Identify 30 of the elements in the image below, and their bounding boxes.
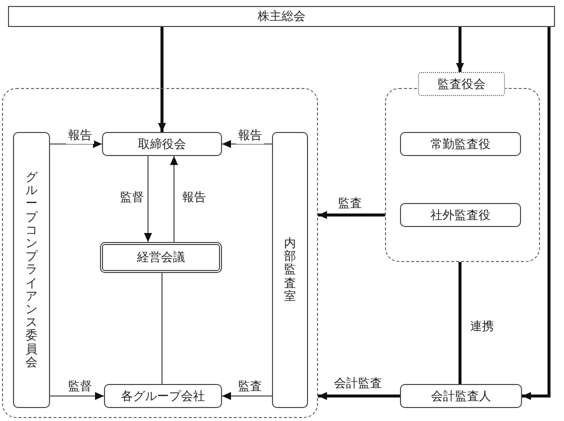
edge-label: 連携 bbox=[468, 318, 496, 335]
arrow bbox=[318, 392, 400, 400]
process-box: 会計監査人 bbox=[400, 384, 522, 408]
group-frame bbox=[2, 88, 318, 418]
header-bar: 株主総会 bbox=[8, 6, 555, 27]
arrow bbox=[456, 27, 464, 72]
edge-label: 報告 bbox=[180, 189, 208, 206]
edge-label: 監督 bbox=[66, 378, 94, 395]
process-box: 常勤監査役 bbox=[400, 132, 521, 156]
group-heading: 監査役会 bbox=[418, 72, 505, 96]
edge-label: 会計監査 bbox=[332, 375, 384, 392]
arrow bbox=[50, 392, 104, 400]
vertical-box: 内部監査室 bbox=[272, 132, 308, 408]
edge-label: 報告 bbox=[66, 127, 94, 144]
double-border-box: 経営会議 bbox=[100, 242, 222, 273]
arrow bbox=[222, 392, 272, 400]
edge-label: 監督 bbox=[118, 189, 146, 206]
process-box: 取締役会 bbox=[102, 132, 222, 156]
arrow bbox=[170, 156, 178, 242]
process-box: 社外監査役 bbox=[400, 203, 521, 227]
arrow bbox=[158, 27, 166, 132]
arrow bbox=[222, 140, 272, 148]
connector-line bbox=[458, 262, 462, 384]
arrow bbox=[318, 211, 385, 219]
arrow bbox=[50, 140, 102, 148]
arrow bbox=[522, 27, 550, 400]
edge-label: 報告 bbox=[236, 127, 264, 144]
arrow bbox=[144, 156, 152, 242]
vertical-box: グループコンプライアンス委員会 bbox=[13, 132, 50, 408]
process-box: 各グループ会社 bbox=[104, 384, 222, 408]
